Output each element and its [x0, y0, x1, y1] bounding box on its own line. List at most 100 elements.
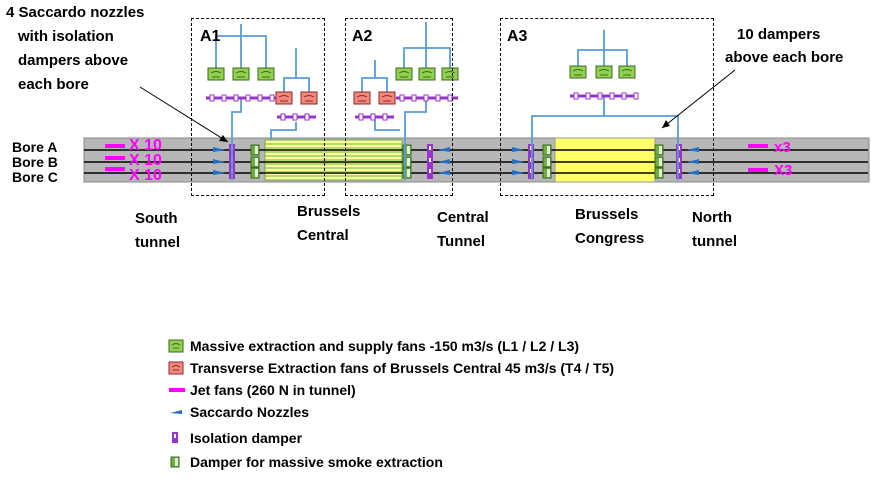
bore-label-a: Bore A [12, 139, 58, 155]
area-label-a2: A2 [352, 28, 373, 45]
saccardo-annotation-line-4: each bore [18, 76, 89, 93]
a1-fan-damper-bar-seg [257, 94, 263, 102]
a3-nozzle-right-1 [687, 159, 699, 164]
legend-saccardo-text: Saccardo Nozzles [190, 404, 310, 420]
a3-fan-damper-bar-seg [621, 92, 627, 100]
a1-massive-fan-1-blade [235, 71, 247, 78]
a2-massive-left [403, 22, 427, 68]
a3-nozzle-right-2 [687, 170, 699, 175]
dampers-pointer-line [661, 69, 736, 129]
a1-trans-right [296, 77, 310, 92]
a3-nozzle-right-0 [687, 147, 699, 152]
legend-isolation-damper: Isolation damper [168, 428, 302, 448]
jet-count-bore-a: X 10 [129, 137, 162, 154]
dampers-annotation-line-2: above each bore [725, 49, 844, 66]
brussels-congress-station [554, 137, 656, 183]
a3-fan-damper-bar-seg [585, 92, 591, 100]
area-a2-box [345, 18, 453, 196]
a3-iso-damper-right-2-slot [678, 169, 680, 173]
massive-damper-icon [170, 456, 180, 468]
a3-iso-damper-right-0-slot [678, 146, 680, 150]
dampers-pointer-head [662, 120, 670, 128]
a1-massive-fan-0-blade [210, 71, 222, 78]
isolation-damper-icon [172, 432, 178, 443]
area-label-a1: A1 [200, 28, 221, 45]
a2-massive-right [426, 47, 451, 68]
area-label-a3: A3 [507, 28, 528, 45]
massive-fan-icon [168, 339, 184, 353]
section-central-tunnel-line-1: Central [437, 209, 489, 226]
jet-right-upper [748, 144, 768, 148]
section-brussels-congress-line-1: Brussels [575, 206, 639, 223]
legend-transverse-fan-text: Transverse Extraction fans of Brussels C… [190, 360, 615, 376]
a3-down-left [531, 96, 605, 140]
a1-trans-left [283, 48, 297, 92]
a3-left [577, 30, 605, 66]
a3-mass-damper-right-1-slot [659, 158, 662, 166]
a3-iso-damper-left-2-slot [530, 169, 532, 173]
a3-mass-damper-right-2-slot [659, 169, 662, 177]
transverse-fan-icon [168, 361, 184, 375]
a1-trans-damper-bar-seg [280, 113, 286, 121]
a2-transverse-fan-1-blade [381, 95, 393, 102]
legend-saccardo: Saccardo Nozzles [168, 402, 309, 422]
a2-massive-fan-0-blade [398, 71, 410, 78]
saccardo-annotation-line-1: 4 Saccardo nozzles [6, 4, 145, 21]
a3-fan-damper-bar-seg [633, 92, 639, 100]
a3-nozzle-left-0 [512, 147, 524, 152]
a2-trans-damper-bar-seg [358, 113, 364, 121]
a3-right [604, 49, 628, 66]
legend-massive-damper-text: Damper for massive smoke extraction [190, 454, 443, 470]
a3-fan-damper-bar-seg [609, 92, 615, 100]
section-north-line-1: North [692, 209, 732, 226]
a1-fan-damper-bar-seg [245, 94, 251, 102]
a2-trans-left [361, 60, 376, 92]
saccardo-annotation-line-3: dampers above [18, 52, 129, 69]
area-a3-box [500, 18, 714, 196]
jet-left-1 [105, 156, 125, 160]
section-brussels-congress-line-2: Congress [575, 230, 645, 247]
a1-duct-left [215, 24, 242, 68]
a3-mass-damper-right-0-slot [659, 146, 662, 154]
legend-jet-fan: Jet fans (260 N in tunnel) [168, 380, 356, 400]
a1-fan-damper-bar-seg [209, 94, 215, 102]
a2-iso-damper-1-slot [429, 158, 431, 162]
saccardo-pointer-line [139, 86, 229, 143]
a1-nozzle-1 [213, 159, 225, 164]
a3-nozzle-left-1 [512, 159, 524, 164]
jet-left-0 [105, 144, 125, 148]
a1-massive-fan-2-blade [260, 71, 272, 78]
a3-fan-damper-bar-seg [573, 92, 579, 100]
a3-massive-fan-1-blade [598, 69, 610, 76]
a3-down-right [604, 115, 679, 140]
a1-duct-right [241, 35, 267, 68]
a1-transverse-fan-0-blade [278, 95, 290, 102]
legend-massive-fan-text: Massive extraction and supply fans -150 … [190, 338, 580, 354]
bore-label-b: Bore B [12, 154, 58, 170]
jet-count-bore-c: X 10 [129, 167, 162, 184]
a1-mass-damper-0-slot [255, 146, 258, 154]
a3-mass-damper-left-1-slot [547, 158, 550, 166]
a1-nozzle-2 [213, 170, 225, 175]
jet-right-lower [748, 168, 768, 172]
area-a1-box [191, 18, 325, 196]
a2-trans-down [374, 118, 400, 131]
a1-mass-damper-2-slot [255, 169, 258, 177]
section-brussels-central-line-1: Brussels [297, 203, 361, 220]
a2-mass-damper-2-slot [407, 169, 410, 177]
a2-massive-fan-1-blade [421, 71, 433, 78]
section-south-line-2: tunnel [135, 234, 180, 251]
a1-duct-down [231, 98, 242, 140]
a3-fan-damper-bar-seg [597, 92, 603, 100]
a3-mass-damper-left-2-slot [547, 169, 550, 177]
jet-count-bore-b: X 10 [129, 152, 162, 169]
a1-fan-damper-bar-seg [269, 94, 275, 102]
a3-iso-damper-right-1-slot [678, 158, 680, 162]
section-north-line-2: tunnel [692, 233, 737, 250]
saccardo-nozzle-icon [170, 410, 182, 414]
legend-jet-fan-text: Jet fans (260 N in tunnel) [190, 382, 356, 398]
a3-mass-damper-left-0-slot [547, 146, 550, 154]
a2-iso-damper-0-slot [429, 146, 431, 150]
jet-left-2 [105, 167, 125, 171]
